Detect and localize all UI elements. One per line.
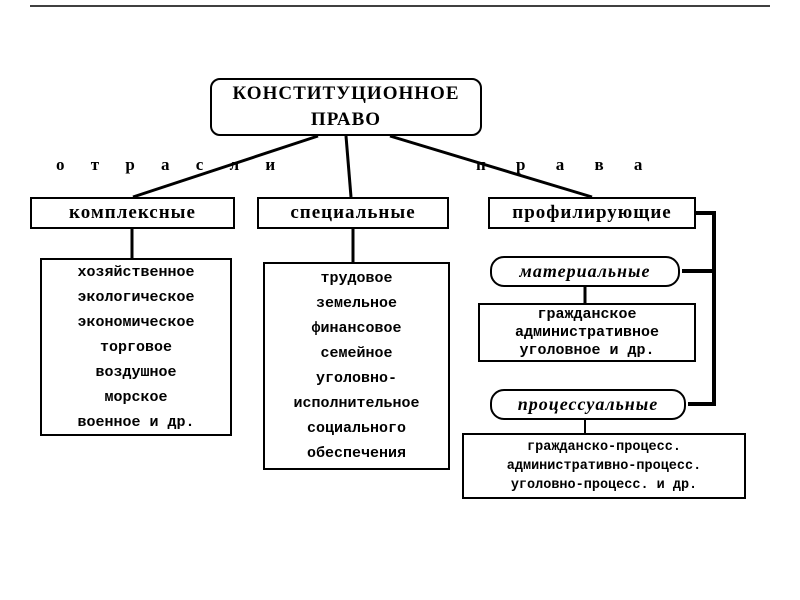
list-item: трудовое xyxy=(320,270,393,287)
header-profiling-label: профилирующие xyxy=(512,202,672,223)
list-item: земельное xyxy=(315,295,397,312)
processual-branches-box: гражданско-процесс. административно-проц… xyxy=(462,433,746,499)
header-special-label: специальные xyxy=(290,202,416,223)
list-item: гражданское xyxy=(537,305,637,323)
caption-prava: п р а в а xyxy=(476,155,656,174)
list-item: уголовно-исполнительное xyxy=(293,370,420,412)
material-branches-box: гражданское административное уголовное и… xyxy=(478,303,696,362)
list-item: морское xyxy=(104,388,168,406)
complex-branches-box: хозяйственное экологическое экономическо… xyxy=(40,258,232,436)
list-item: административно-процесс. xyxy=(506,458,702,474)
list-item: торговое xyxy=(99,338,172,356)
header-profiling: профилирующие xyxy=(488,197,696,229)
list-item: уголовно-процесс. и др. xyxy=(510,477,698,493)
list-item: военное и др. xyxy=(77,413,195,431)
list-item: воздушное xyxy=(95,363,177,381)
list-item: хозяйственное xyxy=(77,263,195,281)
list-item: экономическое xyxy=(77,313,195,331)
list-item: семейное xyxy=(320,345,393,362)
header-special: специальные xyxy=(257,197,449,229)
root-title: КОНСТИТУЦИОННОЕ ПРАВО xyxy=(232,83,460,130)
list-item: гражданско-процесс. xyxy=(527,439,681,455)
list-item: административное xyxy=(514,323,660,341)
caption-otrasli: о т р а с л и xyxy=(56,155,287,174)
list-item: уголовное и др. xyxy=(519,341,655,359)
processual-label-box: процессуальные xyxy=(490,389,686,420)
root-to-special-line xyxy=(344,135,353,198)
list-item: финансовое xyxy=(311,320,402,337)
special-branches-box: трудовое земельное финансовое семейное у… xyxy=(263,262,450,470)
material-label: материальные xyxy=(519,261,651,281)
processual-label: процессуальные xyxy=(517,394,659,414)
list-item: социального обеспечения xyxy=(306,420,407,462)
header-complex: комплексные xyxy=(30,197,235,229)
list-item: экологическое xyxy=(77,288,195,306)
material-label-box: материальные xyxy=(490,256,680,287)
header-complex-label: комплексные xyxy=(69,202,196,223)
root-node-constitutional-law: КОНСТИТУЦИОННОЕ ПРАВО xyxy=(210,78,482,136)
